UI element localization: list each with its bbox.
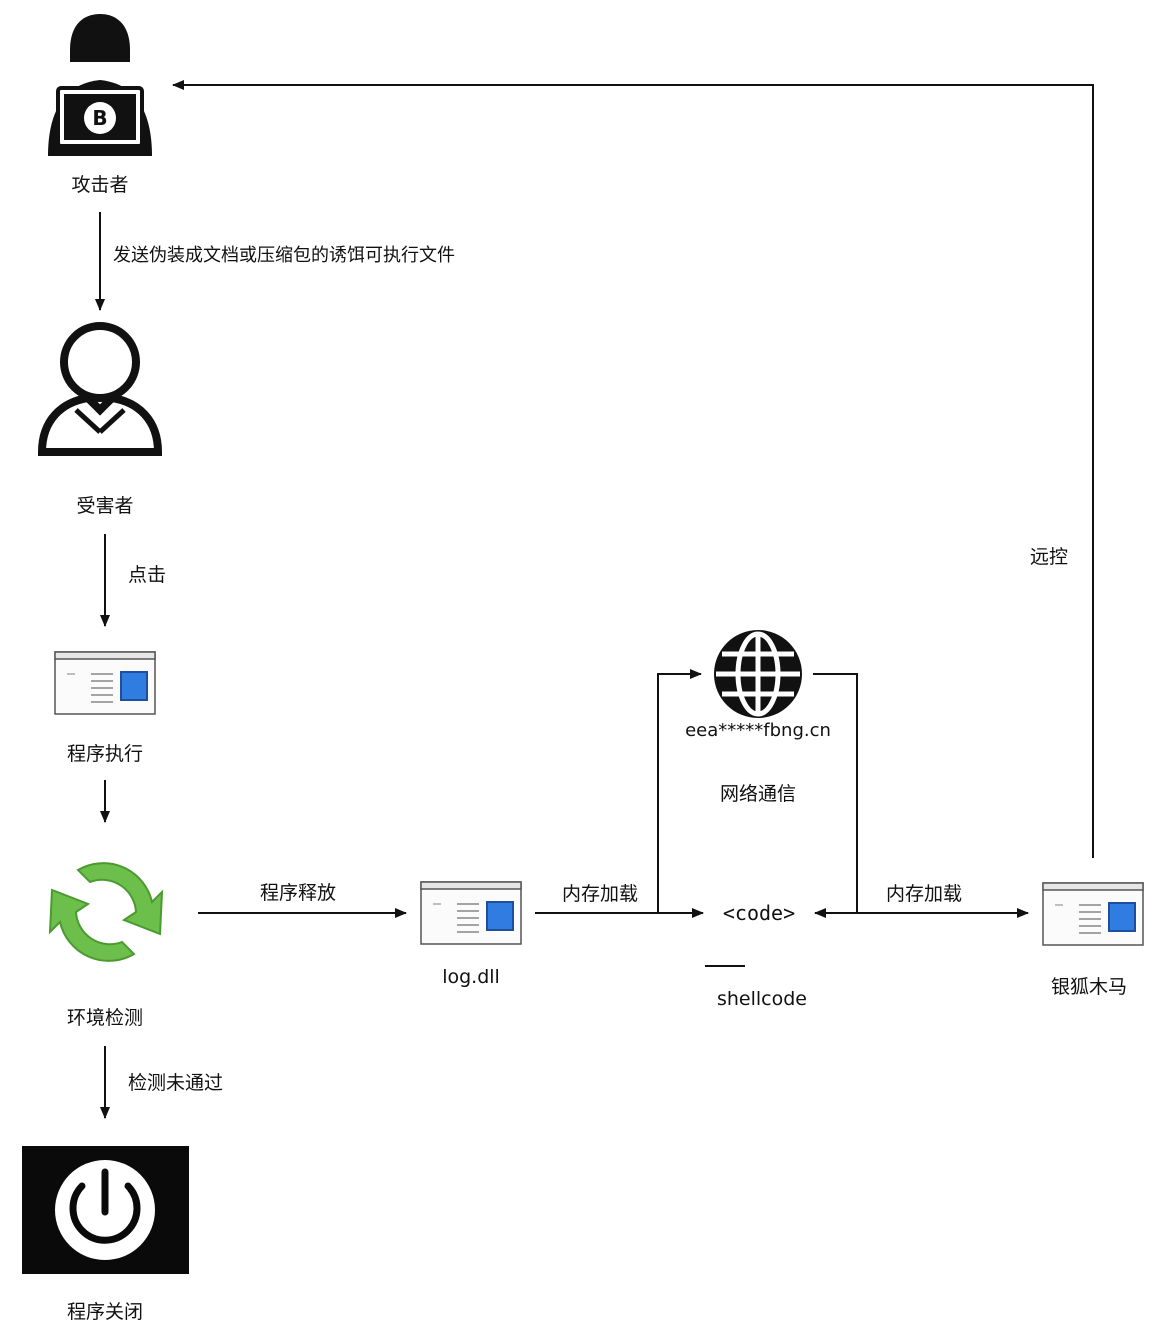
edge-from-network [813, 673, 858, 913]
hacker-laptop-bitcoin-icon: B [48, 14, 152, 156]
silver-fox-label: 银狐木马 [1050, 976, 1128, 998]
refresh-cycle-icon [48, 862, 164, 962]
app-window-icon [420, 881, 522, 945]
program-close-label: 程序关闭 [66, 1301, 144, 1323]
log-dll-label: log.dll [442, 966, 500, 988]
attacker-label: 攻击者 [71, 174, 129, 196]
svg-text:B: B [92, 106, 107, 130]
domain-label: eea*****fbng.cn [685, 720, 831, 741]
user-icon [37, 322, 163, 456]
app-window-icon [1042, 882, 1144, 946]
release-label: 程序释放 [260, 882, 337, 904]
program-exec-label: 程序执行 [66, 743, 144, 765]
mem-load-label-2: 内存加载 [886, 883, 963, 905]
edge-to-network [657, 669, 702, 913]
app-window-icon [54, 651, 156, 715]
click-label: 点击 [128, 564, 167, 586]
mem-load-label-1: 内存加载 [562, 883, 639, 905]
edge-remote-control [172, 80, 1094, 858]
check-failed-label: 检测未通过 [128, 1072, 224, 1094]
globe-icon [714, 630, 802, 718]
code-label: <code> [722, 901, 796, 925]
network-label: 网络通信 [719, 783, 797, 805]
victim-label: 受害者 [76, 495, 134, 517]
env-check-label: 环境检测 [66, 1007, 144, 1029]
power-icon [22, 1146, 189, 1274]
remote-control-label: 远控 [1030, 546, 1069, 568]
shellcode-label: shellcode [716, 988, 808, 1010]
send-bait-label: 发送伪装成文档或压缩包的诱饵可执行文件 [113, 245, 455, 266]
